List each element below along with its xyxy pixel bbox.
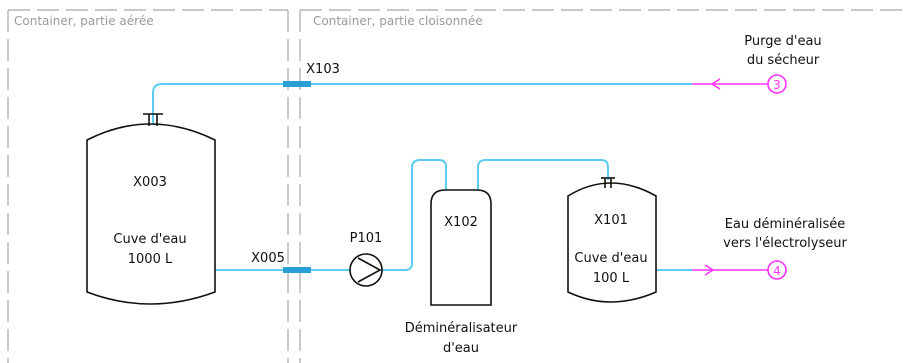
zone-label-aeree: Container, partie aérée <box>14 14 154 28</box>
demin-port-marker <box>767 260 787 280</box>
purge-flow-arrow <box>710 78 721 90</box>
demin-label-line2: d'eau <box>443 341 479 356</box>
purge-label-line1: Purge d'eau <box>744 34 821 49</box>
demin-to-tank-pipe <box>477 159 609 190</box>
tank-x101-tag: X101 <box>594 213 628 228</box>
purge-return-pipe <box>152 83 692 130</box>
demin-tag: X102 <box>444 215 478 230</box>
connector-x103-label: X103 <box>306 62 340 77</box>
tank-x101-vent-icon <box>601 177 615 188</box>
demin-out-label-line1: Eau déminéralisée <box>725 217 846 232</box>
tank-x101-line1: Cuve d'eau <box>574 251 647 266</box>
demin-label-line1: Déminéralisateur <box>405 321 518 336</box>
demin-port-number: 4 <box>773 264 781 278</box>
pump-to-demin-pipe <box>382 159 447 271</box>
tank-x003-line1: Cuve d'eau <box>113 232 186 247</box>
tank-x003 <box>86 123 216 305</box>
tank-x003-tag: X003 <box>133 175 167 190</box>
connector-x005 <box>283 267 311 273</box>
purge-port-marker <box>767 74 787 94</box>
zone-frames <box>7 9 904 363</box>
pump-p101-label: P101 <box>350 231 383 246</box>
tank-x003-line2: 1000 L <box>128 252 173 267</box>
demineralizer-x102 <box>430 189 492 306</box>
demin-flow-arrow <box>704 264 715 276</box>
tank-x101-line2: 100 L <box>593 271 630 286</box>
connector-x005-label: X005 <box>251 251 285 266</box>
tank-x101 <box>567 182 657 303</box>
zone-label-cloisonnee: Container, partie cloisonnée <box>313 14 483 28</box>
pump-p101-icon <box>349 253 383 287</box>
purge-port-number: 3 <box>773 78 781 92</box>
tank-x003-vent-icon <box>143 113 163 126</box>
connector-x103 <box>283 81 311 87</box>
pump-direction-icon <box>357 257 382 283</box>
demin-out-label-line2: vers l'électrolyseur <box>723 236 847 251</box>
purge-label-line2: du sécheur <box>747 53 820 68</box>
